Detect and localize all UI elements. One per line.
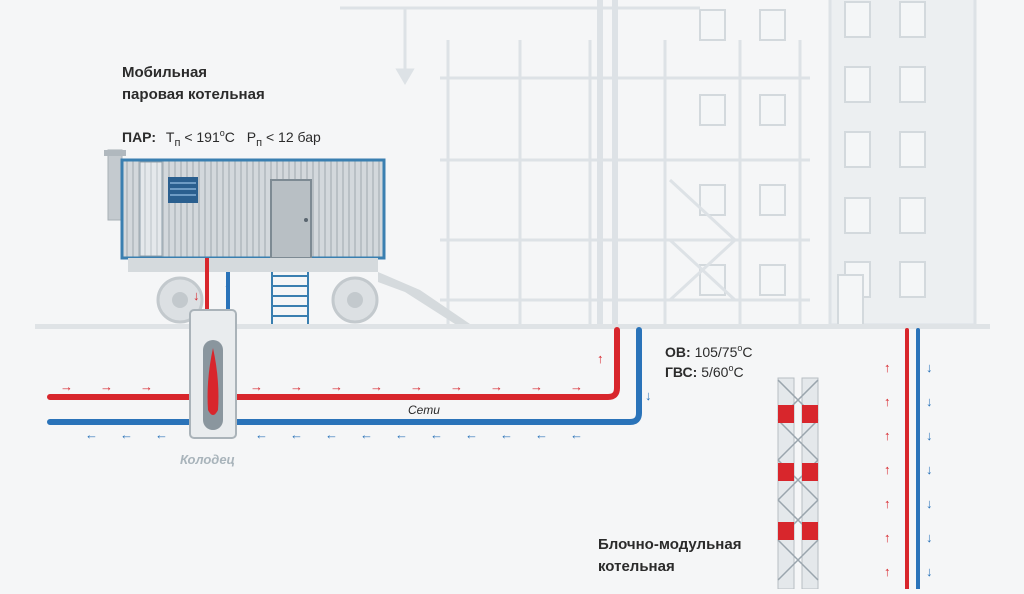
mobile-boiler-title-line2: паровая котельная [122, 86, 265, 103]
arrow-down-icon: ↓ [645, 388, 652, 403]
arrow-left-icon: ← [290, 427, 303, 442]
arrow-right-icon: → [250, 379, 263, 394]
arrow-left-icon: ← [255, 427, 268, 442]
arrow-right-icon: → [330, 379, 343, 394]
arrow-up-icon: ↑ [884, 530, 891, 545]
steam-parameters: ПАР: Tп < 191oC Pп < 12 бар [122, 122, 321, 154]
block-boiler-title-line1: Блочно-модульная [598, 536, 742, 553]
arrow-left-icon: ← [535, 427, 548, 442]
arrow-down-icon: ↓ [926, 360, 933, 375]
building-background [340, 0, 977, 327]
arrow-up-icon: ↑ [884, 360, 891, 375]
arrow-up-icon: ↑ [884, 428, 891, 443]
arrow-left-icon: ← [570, 427, 583, 442]
arrow-right-icon: → [450, 379, 463, 394]
pipe-network [47, 327, 920, 591]
steam-prefix: ПАР: [122, 129, 156, 145]
arrow-right-icon: → [370, 379, 383, 394]
arrow-up-icon: ↑ [884, 564, 891, 579]
arrow-left-icon: ← [155, 427, 168, 442]
arrow-down-icon: ↓ [926, 496, 933, 511]
arrow-up-icon: ↑ [224, 280, 231, 295]
arrow-down-icon: ↓ [193, 288, 200, 303]
mobile-boiler-title: Мобильная паровая котельная [122, 62, 265, 106]
ground-line [35, 324, 990, 329]
arrow-left-icon: ← [500, 427, 513, 442]
hot-flow-arrows: → → → → → → → → → → → → ↑ ↑ ↑ ↑ ↑ ↑ ↑ ↑ … [60, 288, 891, 579]
arrow-down-icon: ↓ [926, 428, 933, 443]
block-boiler-title: Блочно-модульная котельная [598, 534, 741, 578]
arrow-left-icon: ← [430, 427, 443, 442]
mobile-boiler-title-line1: Мобильная [122, 64, 208, 81]
arrow-up-icon: ↑ [597, 351, 604, 366]
block-boiler-title-line2: котельная [598, 558, 675, 575]
arrow-up-icon: ↑ [884, 462, 891, 477]
arrow-left-icon: ← [85, 427, 98, 442]
well-label: Колодец [180, 452, 235, 467]
arrow-right-icon: → [60, 379, 73, 394]
arrow-right-icon: → [410, 379, 423, 394]
mobile-boiler-trailer [104, 149, 470, 324]
hot-water-parameters: ГВС: 5/60oC [665, 363, 744, 380]
cold-flow-arrows: ← ← ← ← ← ← ← ← ← ← ← ← ← ↓ ↓ ↓ ↓ ↓ ↓ ↓ … [85, 280, 933, 579]
arrow-left-icon: ← [465, 427, 478, 442]
well-chamber [189, 309, 237, 439]
arrow-right-icon: → [100, 379, 113, 394]
block-boiler-chimneys [777, 377, 819, 590]
arrow-left-icon: ← [395, 427, 408, 442]
arrow-right-icon: → [490, 379, 503, 394]
arrow-right-icon: → [140, 379, 153, 394]
arrow-left-icon: ← [120, 427, 133, 442]
arrow-down-icon: ↓ [926, 564, 933, 579]
arrow-down-icon: ↓ [926, 530, 933, 545]
arrow-right-icon: → [290, 379, 303, 394]
arrow-up-icon: ↑ [884, 394, 891, 409]
arrow-right-icon: → [530, 379, 543, 394]
networks-label: Сети [408, 403, 440, 417]
heating-parameters: ОВ: 105/75oC [665, 343, 753, 360]
steam-pressure: Pп < 12 бар [246, 129, 321, 149]
steam-temperature: Tп < 191oC [165, 128, 235, 149]
arrow-down-icon: ↓ [926, 462, 933, 477]
arrow-up-icon: ↑ [884, 496, 891, 511]
arrow-left-icon: ← [360, 427, 373, 442]
arrow-down-icon: ↓ [926, 394, 933, 409]
arrow-right-icon: → [570, 379, 583, 394]
arrow-left-icon: ← [325, 427, 338, 442]
